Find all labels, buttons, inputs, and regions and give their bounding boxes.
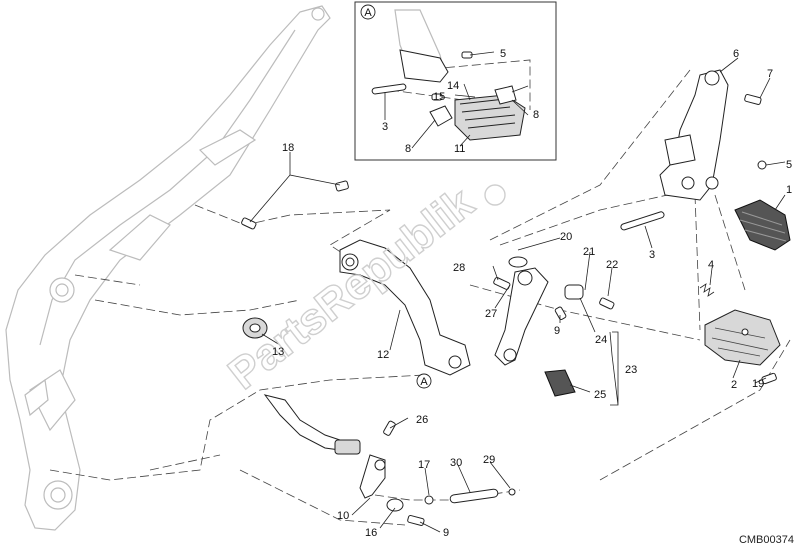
callout-21: 21 [583,246,595,258]
leader-lines [249,51,786,533]
callout-14: 14 [447,80,459,92]
detail-a-marker: A [420,376,428,388]
callout-26: 26 [416,414,428,426]
callout-8-left-inset: 8 [405,143,411,155]
footpeg-bracket-right [659,69,729,201]
watermark-gear-icon [484,184,506,206]
detail-a-marker-inset: A [364,7,372,19]
detail-a-marker-main-group: A [416,373,432,389]
callout-18: 18 [282,142,294,154]
detail-a-inset: A [354,1,557,161]
callout-28: 28 [453,262,465,274]
rubber-bushing [242,317,268,339]
callout-15: 15 [433,91,445,103]
callout-3-inset: 3 [382,121,388,133]
callout-13: 13 [272,346,284,358]
callout-29: 29 [483,454,495,466]
callout-2: 2 [731,379,737,391]
callout-11: 11 [454,143,465,155]
callout-20: 20 [560,231,572,243]
callout-1: 1 [786,184,792,196]
callout-16: 16 [365,527,377,539]
callout-27: 27 [485,308,497,320]
callout-12: 12 [377,349,389,361]
callout-7: 7 [767,68,773,80]
spring [699,283,715,297]
callout-17: 17 [418,459,430,471]
brake-rod [263,394,499,512]
reference-code: CMB00374 [739,534,794,546]
callout-25: 25 [594,389,606,401]
brake-lever [494,256,584,397]
footpeg-bracket-left [339,239,471,376]
callout-4: 4 [708,259,714,271]
callout-8-right-inset: 8 [533,109,539,121]
callout-numbers: 1 2 3 3 4 5 5 6 7 8 8 9 9 10 11 12 13 14… [272,48,792,539]
callout-30: 30 [450,457,462,469]
small-hardware [241,93,777,526]
pin-right [620,211,665,231]
frame-outline [5,5,331,531]
callout-10: 10 [337,510,349,522]
footpeg-right [704,309,781,366]
callout-19: 19 [752,378,764,390]
callout-3-right: 3 [649,249,655,261]
callout-24: 24 [595,334,607,346]
callout-23: 23 [625,364,637,376]
footpeg-rubber [734,199,791,251]
callout-5-right: 5 [786,159,792,171]
callout-6: 6 [733,48,739,60]
callout-9-rod: 9 [443,527,449,539]
callout-22: 22 [606,259,618,271]
callout-5-inset: 5 [500,48,506,60]
callout-9-lever: 9 [554,325,560,337]
